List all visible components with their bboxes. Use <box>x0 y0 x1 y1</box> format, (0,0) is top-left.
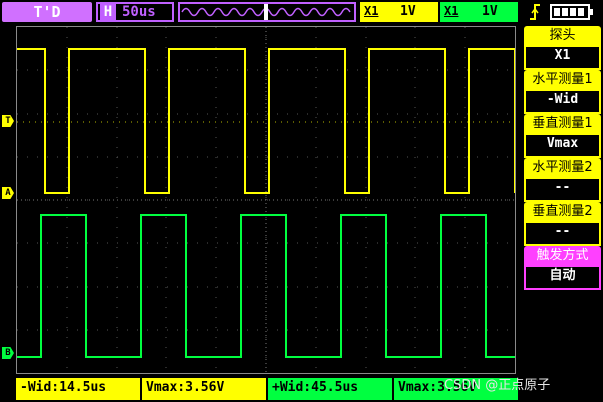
menu-vertical-measure-1[interactable]: 垂直测量1 Vmax <box>524 114 601 158</box>
battery-icon <box>550 4 593 20</box>
menu-vertical-measure-1-title: 垂直测量1 <box>524 114 601 133</box>
menu-vertical-measure-2[interactable]: 垂直测量2 -- <box>524 202 601 246</box>
ch1-volts-div: 1V <box>400 4 416 19</box>
ch2-probe-symbol: X1 <box>444 4 459 18</box>
ch2-waveform <box>17 214 515 358</box>
timebase-value: 50us <box>122 4 156 20</box>
timebase-letter: H <box>100 4 116 20</box>
waveform-overview-icon <box>181 4 351 20</box>
menu-vertical-measure-2-title: 垂直测量2 <box>524 202 601 221</box>
menu-horizontal-measure-1-value: -Wid <box>524 89 601 114</box>
measurement-ch2-vmax: Vmax:3.56V <box>394 378 518 400</box>
menu-horizontal-measure-2[interactable]: 水平测量2 -- <box>524 158 601 202</box>
ch1-probe-symbol: X1 <box>364 4 379 18</box>
menu-horizontal-measure-1-title: 水平测量1 <box>524 70 601 89</box>
menu-trigger-mode-title: 触发方式 <box>524 246 601 265</box>
ch2-volts-div: 1V <box>482 4 498 19</box>
menu-vertical-measure-1-value: Vmax <box>524 133 601 158</box>
ch1-ground-marker[interactable]: A <box>2 187 14 199</box>
watermark: CSDN @正点原子 <box>444 378 551 393</box>
menu-probe-title: 探头 <box>524 26 601 45</box>
ch2-ground-marker[interactable]: B <box>2 347 14 359</box>
measurement-ch1-neg-width: -Wid:14.5us <box>16 378 140 400</box>
menu-trigger-mode[interactable]: 触发方式 自动 <box>524 246 601 290</box>
waveform-plot <box>0 27 516 373</box>
display-mode-badge[interactable]: T'D <box>2 2 92 22</box>
measurement-ch1-vmax: Vmax:3.56V <box>142 378 266 400</box>
menu-vertical-measure-2-value: -- <box>524 221 601 246</box>
menu-probe[interactable]: 探头 X1 <box>524 26 601 70</box>
ch2-settings-badge[interactable] <box>440 2 518 22</box>
menu-horizontal-measure-2-value: -- <box>524 177 601 202</box>
scope-display[interactable] <box>0 26 516 374</box>
measurement-ch2-pos-width: +Wid:45.5us <box>268 378 392 400</box>
ch1-waveform <box>0 48 516 194</box>
ch1-settings-badge[interactable] <box>360 2 438 22</box>
menu-trigger-mode-value: 自动 <box>524 265 601 290</box>
menu-horizontal-measure-2-title: 水平测量2 <box>524 158 601 177</box>
menu-probe-value: X1 <box>524 45 601 70</box>
menu-horizontal-measure-1[interactable]: 水平测量1 -Wid <box>524 70 601 114</box>
trigger-edge-icon[interactable] <box>528 3 542 21</box>
trigger-level-marker[interactable]: T <box>2 115 14 127</box>
waveform-overview <box>178 2 356 22</box>
